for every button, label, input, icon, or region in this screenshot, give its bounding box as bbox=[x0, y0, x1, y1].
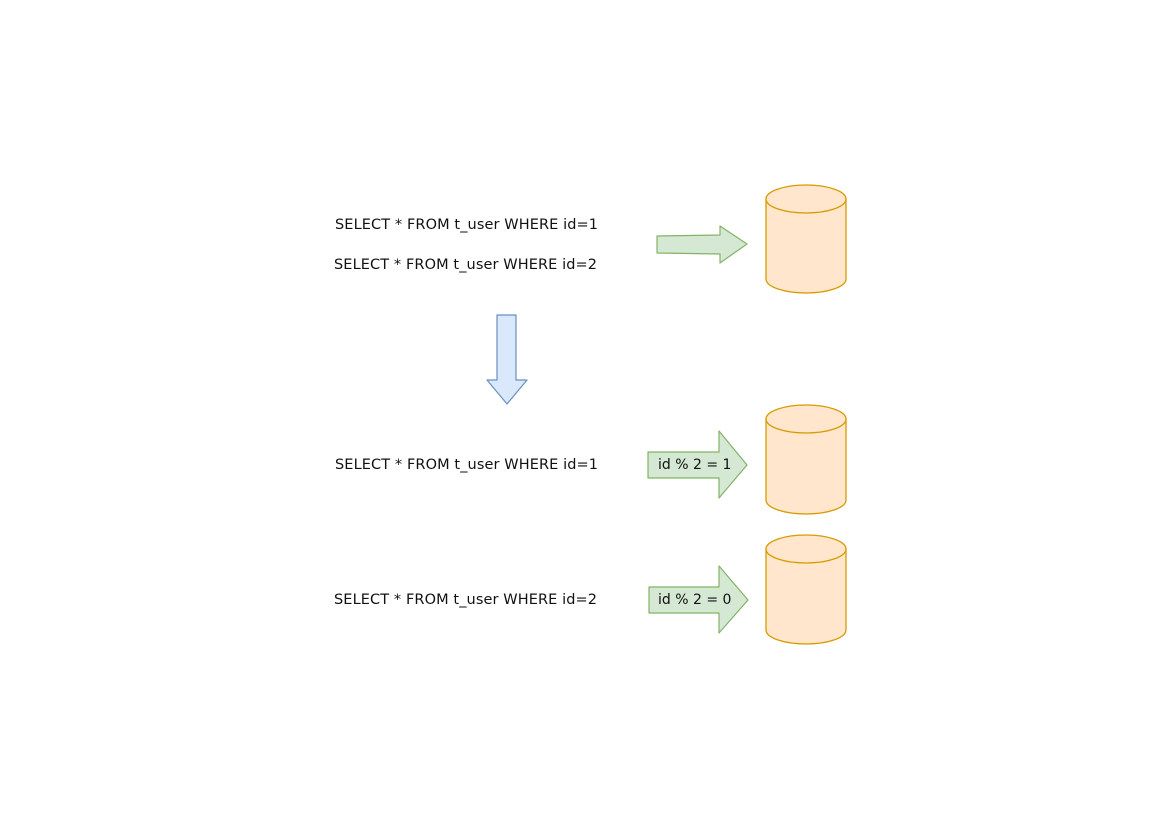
sql-query-before-2: SELECT * FROM t_user WHERE id=2 bbox=[334, 257, 598, 273]
route-label-odd: id % 2 = 1 bbox=[658, 457, 732, 473]
database-cylinder-even bbox=[765, 534, 847, 645]
route-arrow-odd bbox=[647, 430, 748, 499]
route-arrow-top bbox=[656, 225, 748, 264]
database-cylinder-single bbox=[765, 184, 847, 294]
down-arrow bbox=[486, 314, 528, 405]
sql-query-after-1: SELECT * FROM t_user WHERE id=1 bbox=[335, 457, 599, 473]
route-label-even: id % 2 = 0 bbox=[658, 592, 732, 608]
database-cylinder-odd bbox=[765, 404, 847, 515]
route-arrow-even bbox=[648, 565, 749, 634]
sql-query-after-2: SELECT * FROM t_user WHERE id=2 bbox=[334, 592, 598, 608]
sql-query-before-1: SELECT * FROM t_user WHERE id=1 bbox=[335, 217, 599, 233]
